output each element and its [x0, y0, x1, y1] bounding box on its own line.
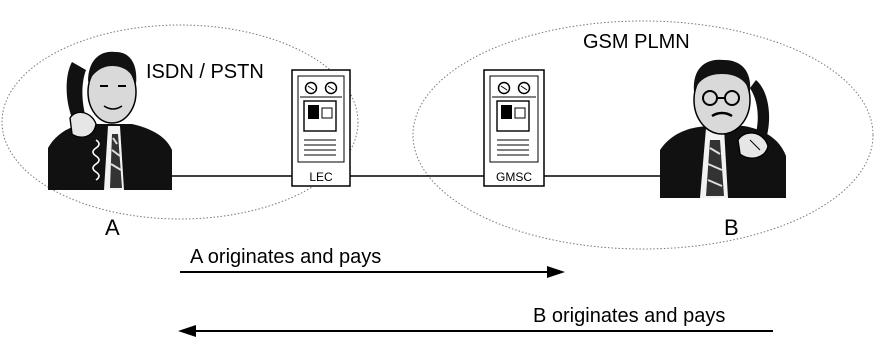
isdn-pstn-network-ellipse: [1, 24, 359, 220]
gsm-plmn-label: GSM PLMN: [583, 31, 690, 53]
arrow-a-to-b-head: [547, 266, 565, 278]
person-b-icon: [660, 59, 786, 198]
gmsc-label: GMSC: [496, 170, 532, 184]
arrow-a-to-b-label: A originates and pays: [190, 246, 381, 268]
party-b-label: B: [724, 215, 739, 240]
gmsc-switch-icon: [483, 69, 545, 187]
lec-switch-icon: [291, 69, 351, 187]
isdn-pstn-label: ISDN / PSTN: [146, 61, 264, 83]
lec-label: LEC: [309, 170, 333, 184]
person-a-icon: [48, 51, 172, 190]
gsm-plmn-network-ellipse: [412, 20, 874, 250]
arrow-b-to-a-head: [178, 325, 196, 337]
arrow-b-to-a-label: B originates and pays: [533, 305, 725, 327]
party-a-label: A: [105, 215, 120, 240]
